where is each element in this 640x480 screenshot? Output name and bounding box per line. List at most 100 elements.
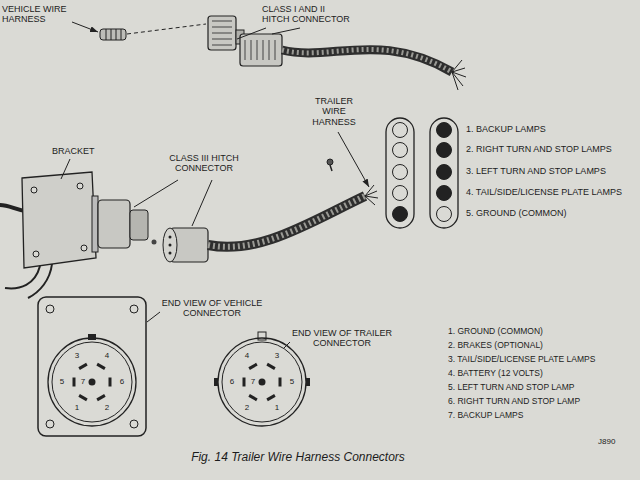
wire-ends [452, 60, 466, 90]
pin-circle [437, 186, 452, 201]
mounting-hole [46, 420, 54, 428]
pin-circle [437, 123, 452, 138]
plug-face [163, 228, 177, 262]
pin-function: 4. TAIL/SIDE/LICENSE PLATE LAMPS [466, 187, 622, 197]
class-iii-connector [98, 200, 130, 248]
leader-line [61, 159, 70, 179]
pin-slot [73, 378, 76, 387]
part-name: BRACKET [52, 146, 95, 156]
pin-slot [243, 378, 246, 387]
pin-number: 2 [105, 403, 109, 412]
harness-braid [282, 49, 452, 72]
connector-face [52, 342, 132, 422]
bracket-hole [77, 183, 83, 189]
connector-ribs [245, 40, 275, 60]
pin-number: 3 [275, 351, 279, 360]
plug-pin [169, 252, 172, 255]
bracket-hole [81, 245, 87, 251]
leader-line [192, 180, 212, 226]
pin-function: 4. BATTERY (12 VOLTS) [448, 369, 543, 379]
hitch-connector [240, 34, 282, 66]
part-name: CLASS I AND II HITCH CONNECTOR [262, 4, 352, 25]
pin-number: 4 [105, 351, 109, 360]
pin-circle [393, 123, 408, 138]
plug-pin [169, 236, 172, 239]
mounting-hole [130, 305, 138, 313]
pin-number: 5 [60, 377, 64, 386]
pin-function: 1. GROUND (COMMON) [448, 327, 543, 337]
bracket-hole [31, 187, 37, 193]
pin-function: 3. LEFT TURN AND STOP LAMPS [466, 166, 606, 176]
pin-oval [386, 118, 414, 228]
pin-number: 1 [75, 403, 79, 412]
connector-flange [92, 196, 98, 252]
pin-number: 7 [81, 377, 85, 386]
plug-pin [169, 244, 172, 247]
dashed-line [127, 24, 206, 34]
center-pin [89, 379, 96, 386]
view-title: END VIEW OF VEHICLE CONNECTOR [156, 298, 268, 319]
pin-slot [279, 378, 282, 387]
pin-slot [248, 394, 257, 401]
connector-ring [48, 338, 136, 426]
connector-key [258, 332, 266, 340]
connector-ribs [212, 21, 232, 45]
pin-circle [393, 165, 408, 180]
pin-oval [430, 118, 458, 228]
connector-key [88, 334, 96, 340]
wire-harness [208, 196, 365, 247]
pin-number: 3 [75, 351, 79, 360]
connector-tab [214, 378, 218, 386]
pin-number: 7 [251, 377, 255, 386]
bracket [22, 172, 96, 268]
pin-function: 5. GROUND (COMMON) [466, 208, 567, 218]
pin-circle [393, 207, 408, 222]
pin-number: 1 [275, 403, 279, 412]
leader-line [72, 22, 98, 32]
wire-ends [365, 185, 378, 205]
pin-function: 5. LEFT TURN AND STOP LAMP [448, 383, 574, 393]
pin-circle [437, 207, 452, 222]
screw [330, 165, 332, 171]
part-name: TRAILER WIRE HARNESS [305, 96, 363, 127]
pin-function: 7. BACKUP LAMPS [448, 411, 523, 421]
pin-number: 6 [230, 377, 234, 386]
pin-number: 4 [245, 351, 249, 360]
leader-line [272, 28, 300, 34]
pin-function: 3. TAIL/SIDE/LICENSE PLATE LAMPS [448, 355, 595, 365]
harness-braid [208, 196, 365, 247]
pin-number: 2 [245, 403, 249, 412]
connector-plate [38, 297, 146, 436]
leader-line [147, 312, 160, 322]
part-name: CLASS III HITCH CONNECTOR [156, 153, 252, 174]
pin-slot [266, 394, 275, 401]
pin-slot [266, 363, 275, 370]
part-name: VEHICLE WIRE HARNESS [2, 4, 74, 25]
screw [152, 240, 157, 245]
drawing-number: J890 [598, 437, 615, 446]
connector-tab [306, 378, 310, 386]
pin-function: 6. RIGHT TURN AND STOP LAMP [448, 397, 580, 407]
connector-barrel [130, 210, 148, 240]
pin-slot [96, 394, 105, 401]
view-title: END VIEW OF TRAILER CONNECTOR [286, 328, 398, 349]
mounting-hole [130, 420, 138, 428]
pin-number: 6 [120, 377, 124, 386]
pin-circle [437, 143, 452, 158]
plug-ribs [106, 29, 121, 40]
pin-circle [437, 165, 452, 180]
pin-circle [393, 143, 408, 158]
connector-ring [218, 338, 306, 426]
pin-slot [96, 363, 105, 370]
pin-slot [248, 363, 257, 370]
mounting-hole [46, 305, 54, 313]
pin-slot [78, 394, 87, 401]
screw [327, 159, 333, 165]
leader-line [338, 132, 369, 187]
wires [5, 264, 52, 298]
leader-line [134, 180, 178, 207]
hitch-connector [208, 16, 236, 50]
leader-line [284, 342, 290, 348]
